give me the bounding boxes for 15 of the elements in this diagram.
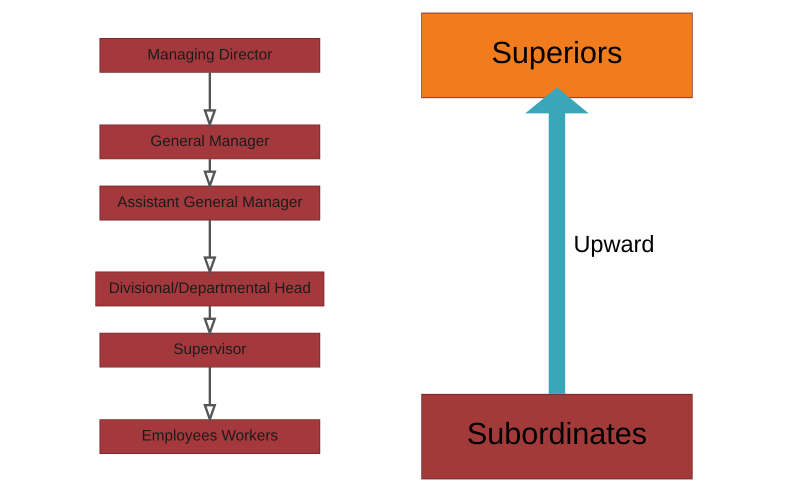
arrow	[524, 87, 588, 394]
node-box: Assistant General Manager	[98, 186, 320, 220]
arrow	[202, 220, 216, 276]
node-box: Managing Director	[98, 38, 320, 73]
node-box: Divisional/Departmental Head	[94, 272, 324, 306]
node-box: Superiors	[420, 12, 692, 98]
node-box: Supervisor	[98, 332, 320, 368]
arrow	[202, 306, 216, 336]
arrow	[202, 368, 216, 423]
node-box: Employees Workers	[98, 419, 320, 454]
node-box: Subordinates	[420, 394, 692, 480]
node-box: General Manager	[98, 124, 320, 160]
edge-label: Upward	[572, 230, 654, 257]
arrow	[202, 72, 216, 128]
arrow	[202, 159, 216, 190]
